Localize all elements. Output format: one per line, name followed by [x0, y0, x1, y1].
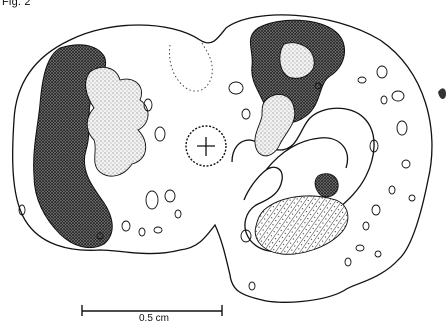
center-cross — [197, 137, 215, 156]
edge-mark — [438, 88, 446, 99]
right-light-region — [255, 94, 295, 155]
lower-dark-fleck — [315, 174, 338, 197]
lower-hatched-region — [255, 196, 348, 254]
dotted-structure — [170, 40, 213, 91]
left-light-region — [86, 67, 148, 176]
scale-bar-label: 0.5 cm — [139, 313, 169, 324]
